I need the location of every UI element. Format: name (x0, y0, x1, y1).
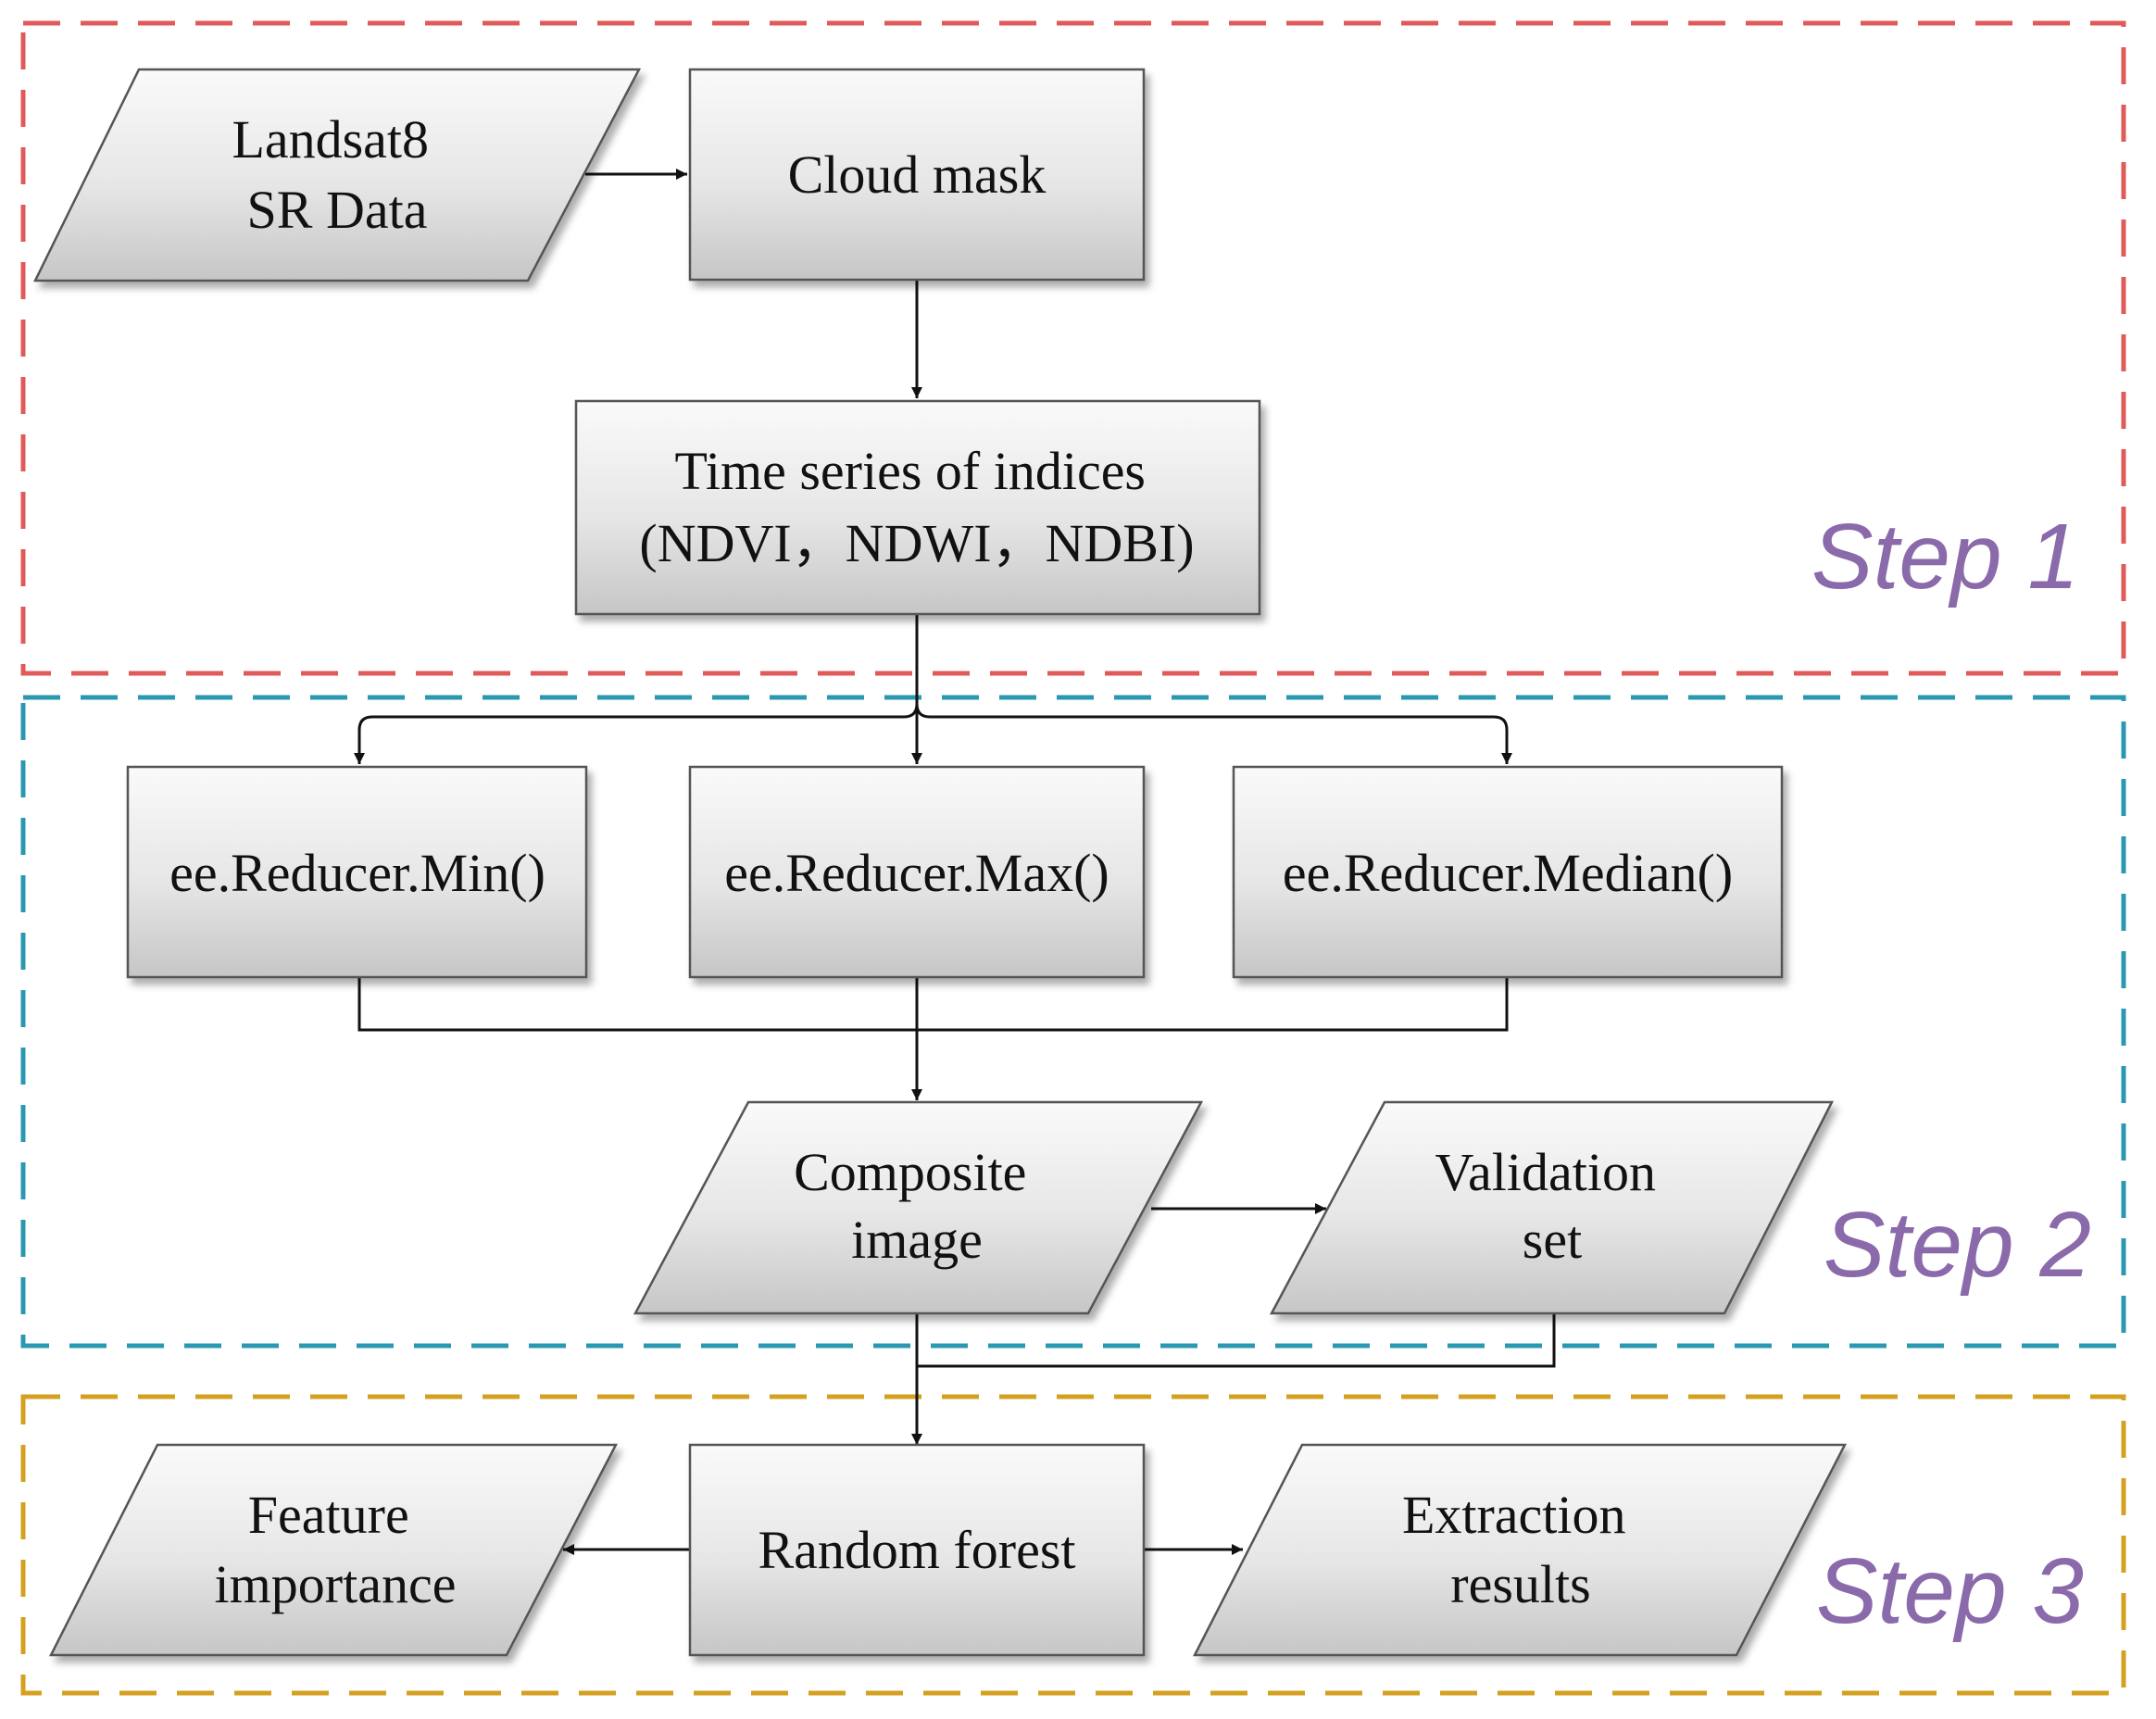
rectangle-shape (1232, 765, 1784, 979)
parallelogram-shape (1269, 1100, 1835, 1315)
node-feature-importance-line2: importance (215, 1554, 457, 1614)
node-composite: Composite image (633, 1100, 1204, 1315)
step1-label: Step 1 (1811, 505, 2079, 609)
line-reducers-merge (357, 977, 1509, 1032)
step2-region (20, 695, 2126, 1349)
node-reducer-min-line1: ee.Reducer.Min() (169, 843, 545, 903)
node-time-series: Time series of indices (NDVI，NDWI，NDBI) (574, 399, 1261, 616)
node-cloud-mask-line1: Cloud mask (788, 144, 1047, 205)
svg-text:Composite image: Composite image (794, 1142, 1040, 1270)
node-validation: Validation set (1269, 1100, 1835, 1315)
node-reducer-max: ee.Reducer.Max() (688, 765, 1146, 979)
node-reducer-max-line1: ee.Reducer.Max() (724, 843, 1109, 903)
node-landsat-line1: Landsat8 (232, 109, 429, 169)
svg-text:Time series of indices (: Time series of indices (NDVI，NDWI，NDBI) (639, 441, 1194, 573)
rectangle-shape (688, 68, 1146, 282)
svg-text:ee.Reducer.Min(): ee.Reducer.Min() (169, 843, 545, 903)
parallelogram-shape (1192, 1443, 1848, 1657)
node-reducer-min: ee.Reducer.Min() (126, 765, 588, 979)
arrow-to-reducer-min (354, 703, 919, 764)
node-landsat: Landsat8 SR Data (32, 68, 642, 282)
svg-text:Validation set: Validation set (1435, 1142, 1670, 1270)
rectangle-shape (688, 765, 1146, 979)
node-time-series-line2: (NDVI，NDWI，NDBI) (639, 513, 1194, 573)
svg-text:Random forest: Random forest (758, 1520, 1075, 1580)
parallelogram-shape (633, 1100, 1204, 1315)
step3-region (20, 1394, 2126, 1696)
step2-label: Step 2 (1824, 1193, 2091, 1297)
rectangle-shape (126, 765, 588, 979)
node-extraction-line2: results (1450, 1554, 1590, 1614)
node-landsat-line2: SR Data (247, 180, 428, 240)
node-random-forest-line1: Random forest (758, 1520, 1075, 1580)
connectors (354, 169, 1556, 1555)
svg-text:ee.Reducer.Median(): ee.Reducer.Median() (1283, 843, 1733, 903)
node-extraction-line1: Extraction (1402, 1485, 1626, 1545)
node-random-forest: Random forest (688, 1443, 1146, 1657)
parallelogram-shape (48, 1443, 619, 1657)
node-time-series-line1: Time series of indices (674, 441, 1146, 501)
rectangle-shape (688, 1443, 1146, 1657)
node-composite-line1: Composite (794, 1142, 1026, 1202)
line-validation-to-merge (917, 1313, 1556, 1368)
node-cloud-mask: Cloud mask (688, 68, 1146, 282)
node-reducer-median-line1: ee.Reducer.Median() (1283, 843, 1733, 903)
rectangle-shape (574, 399, 1261, 616)
parallelogram-shape (32, 68, 642, 282)
node-reducer-median: ee.Reducer.Median() (1232, 765, 1784, 979)
node-feature-importance: Feature importance (48, 1443, 619, 1657)
svg-text:Landsat8 SR Data: Landsat8 SR Data (232, 109, 442, 240)
node-feature-importance-line1: Feature (248, 1485, 409, 1545)
svg-text:Extraction results: Extraction results (1402, 1485, 1639, 1614)
node-composite-line2: image (851, 1210, 983, 1270)
node-validation-line2: set (1523, 1210, 1582, 1270)
arrow-to-reducer-median (915, 703, 1512, 764)
step1-region (20, 20, 2126, 676)
node-validation-line1: Validation (1435, 1142, 1656, 1202)
svg-text:ee.Reducer.Max(): ee.Reducer.Max() (724, 843, 1109, 903)
svg-text:Cloud mask: Cloud mask (788, 144, 1047, 205)
step3-label: Step 3 (1816, 1539, 2084, 1643)
node-extraction: Extraction results (1192, 1443, 1848, 1657)
svg-text:Feature importance: Feature importance (215, 1485, 457, 1614)
